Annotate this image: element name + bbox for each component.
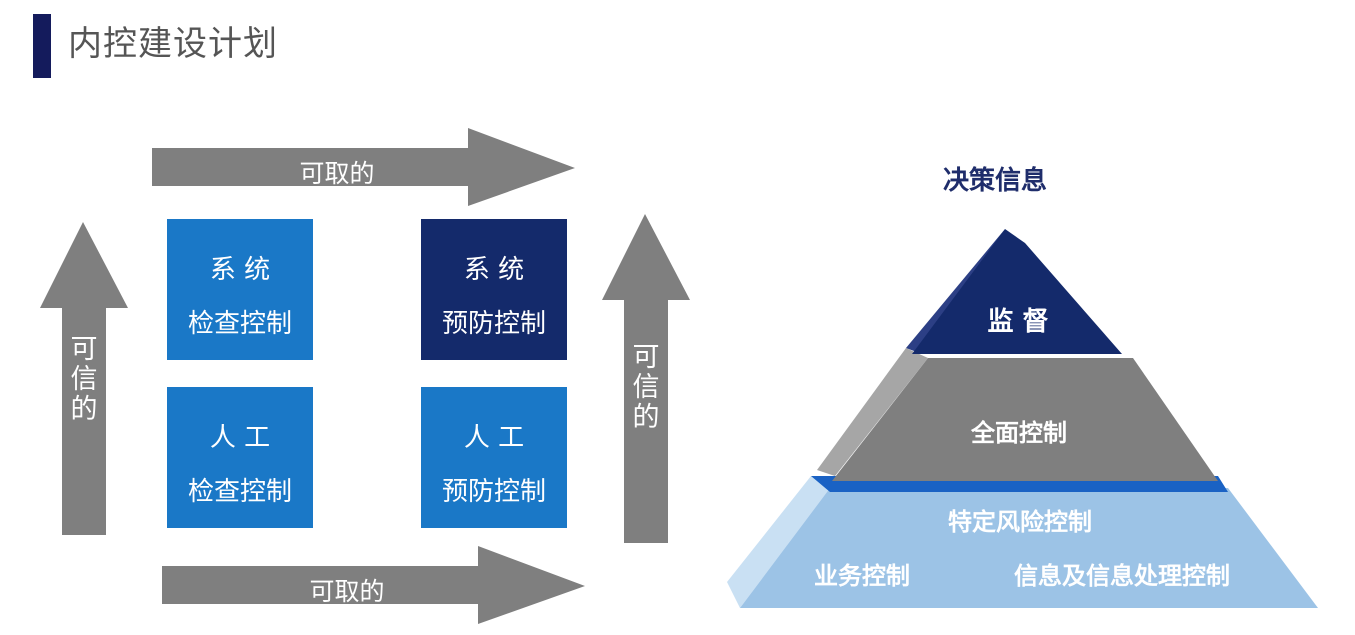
pyramid-middle-side <box>817 348 928 476</box>
pyramid-bottom-heading: 特定风险控制 <box>948 508 1092 536</box>
pyramid-top-tier <box>912 229 1122 354</box>
box-manual-detective-line1: 人 工 <box>210 423 270 453</box>
box-manual-preventive <box>421 387 567 528</box>
left-arrow-label-char-2: 信 <box>71 364 98 395</box>
bottom-arrow-label: 可取的 <box>309 577 384 606</box>
right-arrow-label-char-3: 的 <box>633 402 660 433</box>
right-arrow-label-char-2: 信 <box>633 372 660 403</box>
page-title: 内控建设计划 <box>68 24 278 64</box>
box-system-preventive-line1: 系 统 <box>464 255 524 285</box>
pyramid-bottom-right-label: 信息及信息处理控制 <box>1014 562 1230 590</box>
right-arrow-label-char-1: 可 <box>633 342 660 373</box>
pyramid-top-side <box>906 229 1005 354</box>
box-manual-preventive-line1: 人 工 <box>464 423 524 453</box>
top-horizontal-arrow <box>152 128 575 206</box>
pyramid-bottom-side <box>727 476 830 608</box>
box-manual-detective-line2: 检查控制 <box>188 477 292 507</box>
box-system-detective <box>167 219 313 360</box>
box-system-detective-line2: 检查控制 <box>188 309 292 339</box>
pyramid-bottom-left-label: 业务控制 <box>814 562 910 590</box>
box-manual-detective <box>167 387 313 528</box>
left-arrow-label-char-3: 的 <box>71 394 98 425</box>
pyramid-title: 决策信息 <box>943 165 1047 196</box>
left-vertical-arrow <box>40 222 128 535</box>
box-system-preventive <box>421 219 567 360</box>
title-accent-bar <box>33 14 51 78</box>
box-manual-preventive-line2: 预防控制 <box>442 477 546 507</box>
pyramid-bottom-tier <box>740 488 1318 608</box>
pyramid-middle-label: 全面控制 <box>970 419 1067 447</box>
bottom-horizontal-arrow <box>162 546 585 624</box>
box-system-preventive-line2: 预防控制 <box>442 309 546 339</box>
pyramid-top-label: 监 督 <box>987 306 1048 337</box>
pyramid-middle-tier <box>832 358 1218 481</box>
left-arrow-label-char-1: 可 <box>71 334 98 365</box>
right-vertical-arrow <box>602 214 690 543</box>
top-arrow-label: 可取的 <box>299 159 374 188</box>
box-system-detective-line1: 系 统 <box>210 255 270 285</box>
